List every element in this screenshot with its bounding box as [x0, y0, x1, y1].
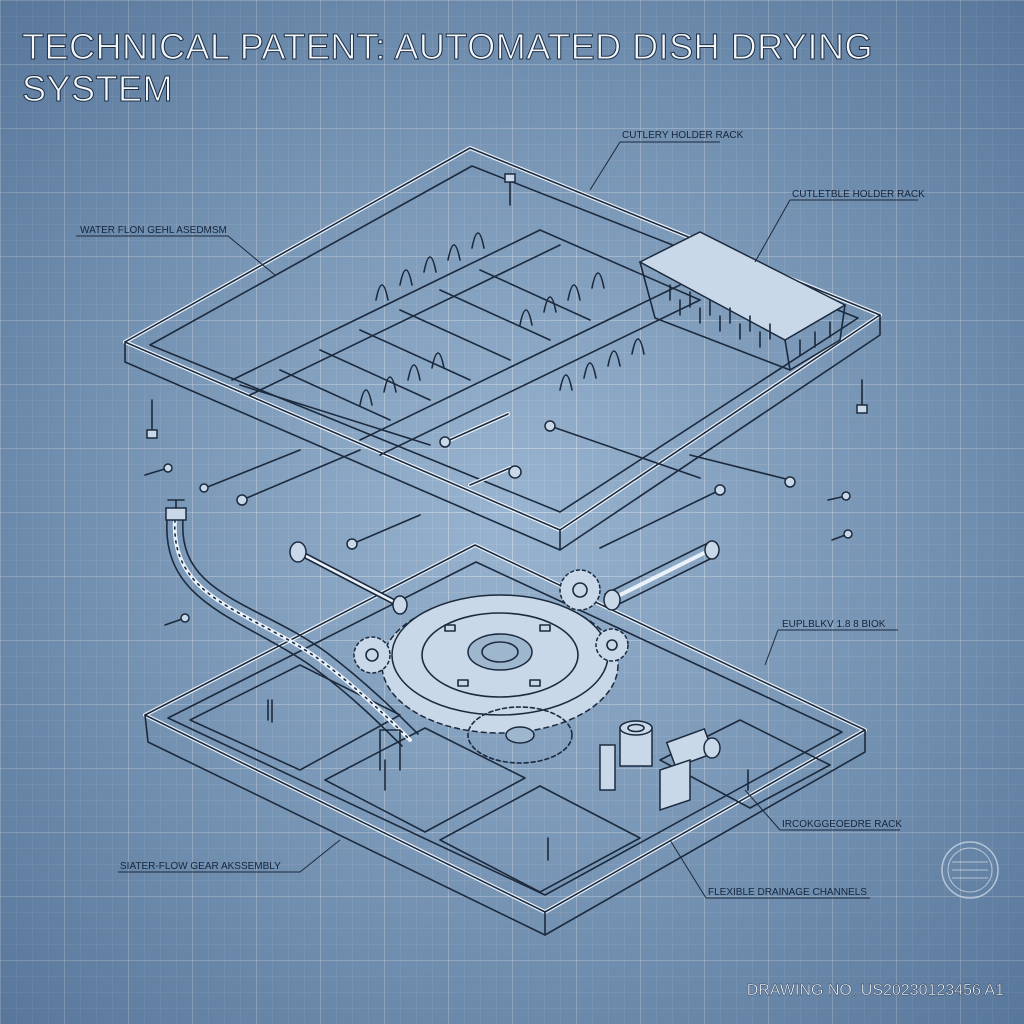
upper-rack-frame	[123, 146, 882, 551]
main-gear	[381, 594, 619, 764]
label-irc-rack: IRCOKGGEOEDRE RACK	[782, 819, 903, 830]
label-water-flow-assembly: WATER FLON GEHL ASEDMSM	[80, 225, 227, 236]
drainage-tray	[143, 543, 867, 936]
leader-lines	[76, 141, 918, 899]
plate-rack-tines	[231, 229, 701, 456]
label-gear-assembly: SIATER-FLOW GEAR AKSSEMBLY	[120, 861, 281, 872]
label-cutletble-holder-rack: CUTLETBLE HOLDER RACK	[792, 189, 925, 200]
drawing-number: DRAWING NO. US20230123456 A1	[746, 982, 1004, 999]
fasteners	[144, 173, 868, 626]
pipe-fittings	[599, 720, 721, 812]
seal-stamp	[941, 841, 999, 899]
flexible-hose	[165, 499, 419, 771]
support-rods	[289, 540, 720, 615]
label-drainage-channels: FLEXIBLE DRAINAGE CHANNELS	[708, 887, 867, 898]
small-gears	[353, 569, 629, 674]
cutlery-basket	[638, 231, 847, 371]
page-title: TECHNICAL PATENT: AUTOMATED DISH DRYING …	[22, 26, 873, 110]
label-cutlery-holder-rack: CUTLERY HOLDER RACK	[622, 130, 744, 141]
label-eupl-block: EUPLBLKV 1.8 8 BIOK	[782, 619, 886, 630]
